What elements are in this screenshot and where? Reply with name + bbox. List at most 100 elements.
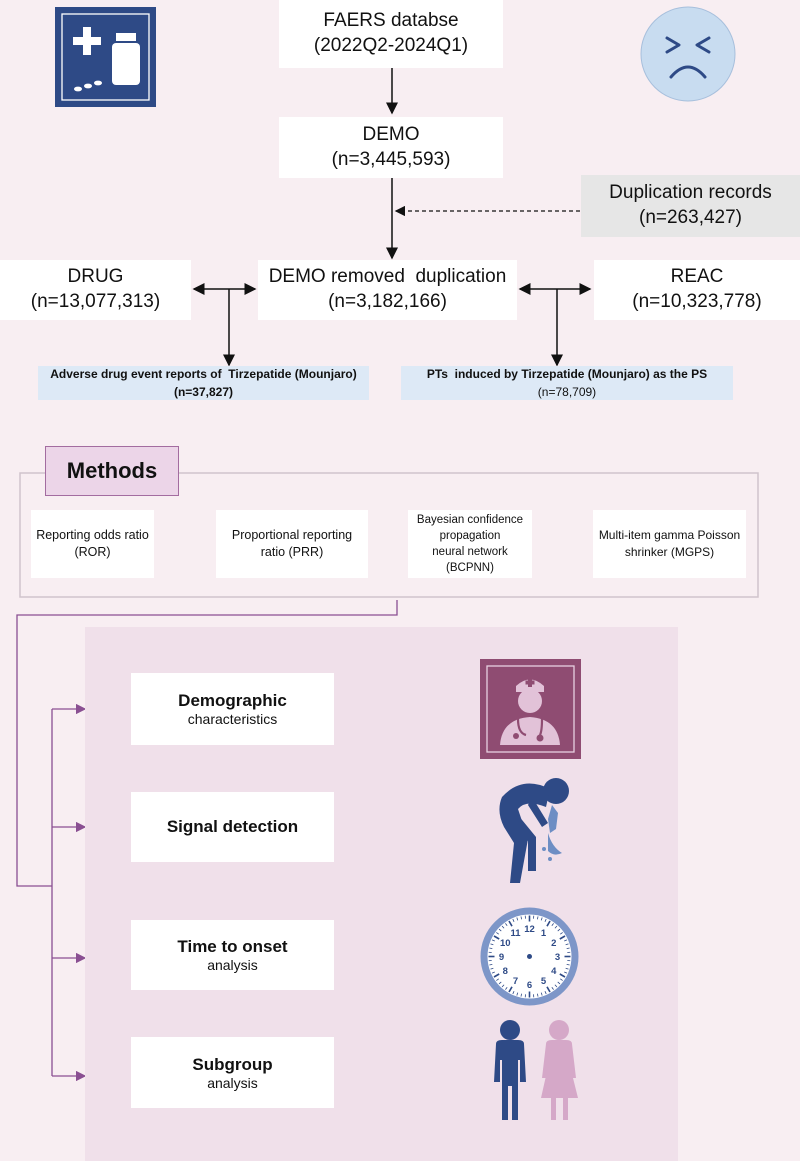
clock-tick (512, 918, 515, 922)
method-bcpnn-line1: Bayesian confidence (416, 513, 524, 526)
method-prr-line1: Proportional reporting (231, 527, 353, 542)
drug-title: DRUG (67, 266, 124, 288)
clock-tick (516, 917, 519, 921)
clock-tick (493, 973, 500, 978)
clock-number: 4 (551, 966, 557, 977)
doctor-icon (480, 659, 581, 759)
clock-tick (491, 939, 495, 942)
clock-tick (566, 964, 570, 966)
clock-tick (508, 986, 513, 993)
analysis-demographic: Demographic characteristics (131, 673, 334, 745)
clock-tick (544, 991, 547, 995)
clock-tick (489, 947, 493, 949)
clock-number: 5 (541, 976, 547, 987)
faers-period: (2022Q2-2024Q1) (313, 35, 469, 56)
sad-face-icon (639, 5, 737, 103)
clock-tick (516, 992, 519, 996)
clock-tick (565, 967, 569, 970)
analysis-signal-detection: Signal detection (131, 792, 334, 862)
clock-tick (565, 943, 569, 946)
clock-tick (520, 993, 522, 997)
clock-tick (489, 964, 493, 966)
faers-database-box: FAERS databse (2022Q2-2024Q1) (279, 0, 503, 68)
clock-tick (501, 984, 505, 988)
clock-tick (537, 916, 539, 920)
method-bcpnn-line2: propagation (439, 529, 501, 542)
clock-tick (490, 943, 494, 946)
analysis-demographic-subtitle: characteristics (187, 711, 278, 727)
method-mgps-line2: shrinker (MGPS) (624, 545, 715, 559)
method-prr: Proportional reporting ratio (PRR) (216, 510, 368, 578)
methods-frame (19, 472, 759, 598)
sick-person-icon (492, 767, 582, 889)
clock-tick (551, 987, 554, 990)
clock-tick (546, 986, 551, 993)
demo-title: DEMO (362, 123, 420, 145)
clock-tick (564, 939, 568, 942)
clock-tick (490, 967, 494, 970)
clock-tick (505, 923, 508, 926)
clock-tick (496, 932, 499, 935)
analysis-signal-title: Signal detection (166, 817, 299, 836)
analysis-tto-subtitle: analysis (207, 957, 258, 973)
analysis-subgroup-title: Subgroup (192, 1054, 273, 1074)
demo-removed-count: (n=3,182,166) (328, 291, 447, 312)
clock-tick (493, 935, 500, 940)
clock-tick (537, 993, 539, 997)
analysis-demographic-title: Demographic (178, 691, 287, 710)
clock-tick (498, 981, 502, 985)
clock-tick (501, 925, 505, 929)
purple-connector (16, 600, 398, 887)
reac-count: (n=10,323,778) (632, 291, 762, 312)
clock-tick (554, 984, 558, 988)
clock-number: 11 (510, 928, 521, 939)
clock-tick (498, 928, 502, 932)
method-prr-line2: ratio (PRR) (260, 545, 324, 559)
clock-number: 2 (551, 938, 556, 949)
clock-tick (491, 971, 495, 974)
clock-number: 12 (524, 924, 535, 935)
demo-box: DEMO (n=3,445,593) (279, 117, 503, 178)
demo-removed-title: DEMO removed duplication (268, 266, 507, 288)
drug-count: (n=13,077,313) (30, 291, 161, 312)
clock-number: 7 (513, 976, 518, 987)
clock-number: 10 (500, 938, 511, 949)
analysis-subgroup-subtitle: analysis (207, 1074, 258, 1091)
method-ror-line2: (ROR) (74, 545, 111, 559)
clock-tick (559, 935, 566, 940)
clock-tick (540, 992, 543, 996)
pts-box: PTs induced by Tirzepatide (Mounjaro) as… (401, 366, 733, 400)
clock-tick (520, 916, 522, 920)
method-ror-line1: Reporting odds ratio (36, 527, 149, 542)
clock-tick (512, 991, 515, 995)
clock-tick (554, 925, 558, 929)
clock-tick (557, 981, 561, 985)
man-woman-icon (484, 1018, 594, 1123)
adverse-events-count: (n=37,827) (173, 385, 234, 399)
medicine-icon (55, 7, 156, 107)
clock-tick (560, 978, 563, 981)
method-bcpnn: Bayesian confidence propagation neural n… (408, 510, 532, 578)
clock-tick (560, 932, 563, 935)
pts-title: PTs induced by Tirzepatide (Mounjaro) as… (426, 367, 708, 381)
clock-tick (505, 987, 508, 990)
reac-title: REAC (670, 266, 724, 288)
method-mgps: Multi-item gamma Poisson shrinker (MGPS) (593, 510, 746, 578)
method-ror: Reporting odds ratio (ROR) (31, 510, 154, 578)
method-bcpnn-line3: neural network (BCPNN) (432, 546, 508, 575)
duplication-title: Duplication records (609, 182, 772, 204)
adverse-events-box: Adverse drug event reports of Tirzepatid… (38, 366, 369, 400)
clock-tick (564, 971, 568, 974)
duplication-count: (n=263,427) (639, 207, 742, 228)
clock-tick (557, 928, 561, 932)
demo-count: (n=3,445,593) (331, 148, 451, 170)
clock-number: 1 (541, 928, 547, 939)
methods-title: Methods (66, 458, 158, 483)
clock-tick (544, 918, 547, 922)
clock-number: 8 (503, 966, 508, 977)
drug-box: DRUG (n=13,077,313) (0, 260, 191, 320)
methods-title-tab: Methods (45, 446, 179, 496)
clock-tick (559, 973, 566, 978)
